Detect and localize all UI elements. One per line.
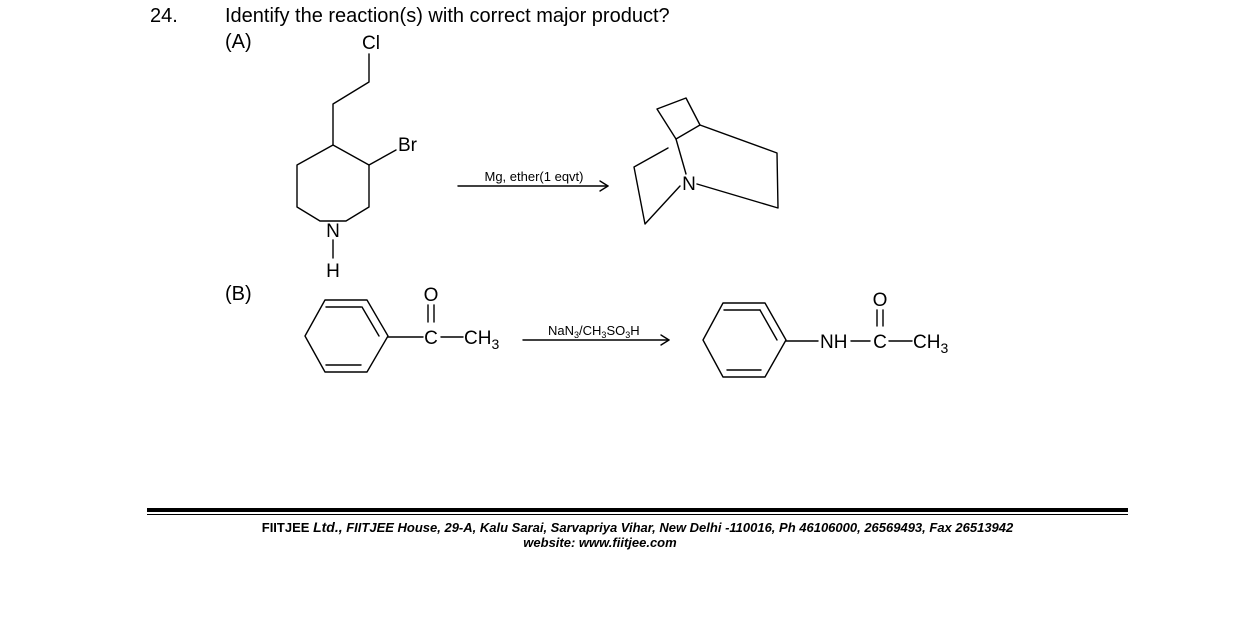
footer-website: website: www.fiitjee.com: [523, 535, 677, 550]
chloroethyl-chain: [332, 53, 370, 146]
reactant-b-oxygen-label: O: [424, 285, 439, 306]
piperidine-ring: [296, 144, 370, 222]
product-a-bridgehead-bond: [675, 124, 701, 140]
question-number: 24.: [150, 5, 178, 27]
product-b-nh-label: NH: [820, 332, 847, 353]
product-a-c-n-bond: [675, 138, 687, 175]
footer-ltd: Ltd.,: [313, 519, 343, 535]
chlorine-atom-label: Cl: [362, 33, 380, 54]
product-b-methyl-label: CH3: [913, 332, 948, 356]
hydrogen-atom-label: H: [326, 261, 340, 282]
reactant-b-structure: [304, 299, 464, 373]
reaction-a-arrow: [457, 180, 609, 192]
footer-address-line: FIITJEE Ltd., FIITJEE House, 29-A, Kalu …: [0, 519, 1238, 535]
product-b-oxygen-label: O: [873, 290, 888, 311]
nitrogen-atom-label: N: [326, 221, 340, 242]
product-a-nitrogen-label: N: [682, 174, 696, 195]
option-b-label: (B): [225, 283, 252, 305]
reaction-b-conditions: NaN3/CH3SO3H: [548, 323, 640, 340]
reaction-b-arrow: [522, 334, 670, 346]
footer-brand: FIITJEE: [261, 520, 310, 535]
reaction-a-conditions: Mg, ether(1 eqvt): [485, 169, 584, 184]
footer-divider-thick: [147, 508, 1128, 512]
product-a-structure: [633, 97, 779, 225]
option-a-label: (A): [225, 31, 252, 53]
footer-address: FIITJEE House, 29-A, Kalu Sarai, Sarvapr…: [346, 520, 1014, 535]
bromine-atom-label: Br: [398, 135, 418, 156]
benzene-ring-b-product: [702, 302, 787, 378]
product-b-structure: [702, 302, 913, 378]
question-text: Identify the reaction(s) with correct ma…: [225, 5, 670, 27]
footer-divider-thin: [147, 514, 1128, 515]
benzene-ring-b-reactant: [304, 299, 389, 373]
reactant-b-carbon-label: C: [424, 328, 438, 349]
product-a-ring-bonds: [633, 147, 681, 225]
product-b-carbon-label: C: [873, 332, 887, 353]
c-br-bond: [368, 149, 397, 166]
reactant-b-methyl-label: CH3: [464, 328, 499, 352]
reactant-a-structure: [296, 53, 397, 259]
